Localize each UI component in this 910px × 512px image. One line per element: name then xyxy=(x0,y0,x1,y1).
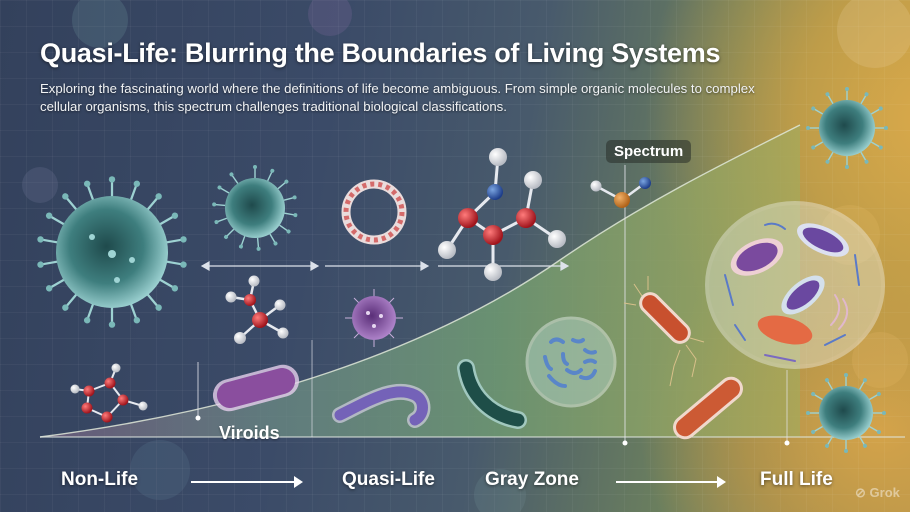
purple-virus-icon xyxy=(345,289,403,347)
arrow-right-icon xyxy=(191,476,303,488)
background-virus-blobs xyxy=(22,0,910,512)
grok-watermark: ⊘ Grok xyxy=(855,485,900,501)
spectrum-label: Spectrum xyxy=(606,140,692,163)
page-title: Quasi-Life: Blurring the Boundaries of L… xyxy=(40,38,721,68)
red-bacterium-icon xyxy=(673,376,743,440)
molecule-nitrogen-icon xyxy=(438,148,566,281)
large-virus-icon xyxy=(35,175,189,329)
red-bacterium-flagella-icon xyxy=(623,276,705,387)
pentagon-molecule-icon xyxy=(70,363,148,423)
watermark-text: Grok xyxy=(869,485,900,500)
arrow-right-icon xyxy=(616,476,726,488)
grok-logo-icon: ⊘ xyxy=(855,485,866,500)
page-subtitle: Exploring the fascinating world where th… xyxy=(40,81,755,114)
teal-virus-right-top-icon xyxy=(805,86,889,170)
viroids-label: Viroids xyxy=(219,423,280,443)
molecule-small-icon xyxy=(225,275,289,344)
molecule-orange-icon xyxy=(590,177,651,208)
stage-non-life: Non-Life xyxy=(61,469,139,490)
eukaryote-cell-icon xyxy=(705,201,885,369)
stage-quasi-life: Quasi-Life xyxy=(342,469,435,490)
stage-gray-zone: Gray Zone xyxy=(485,469,579,490)
connector-arrows xyxy=(200,260,570,272)
spectrum-curve xyxy=(39,124,801,438)
prokaryote-cell-icon xyxy=(525,316,617,408)
ring-molecule-icon xyxy=(341,179,407,245)
spectrum-curve-fill xyxy=(40,125,800,437)
purple-bacterium-icon xyxy=(212,364,300,412)
stage-full-life: Full Life xyxy=(760,469,833,490)
teal-virus-right-bottom-icon xyxy=(805,372,887,454)
small-virus-icon xyxy=(211,164,299,252)
